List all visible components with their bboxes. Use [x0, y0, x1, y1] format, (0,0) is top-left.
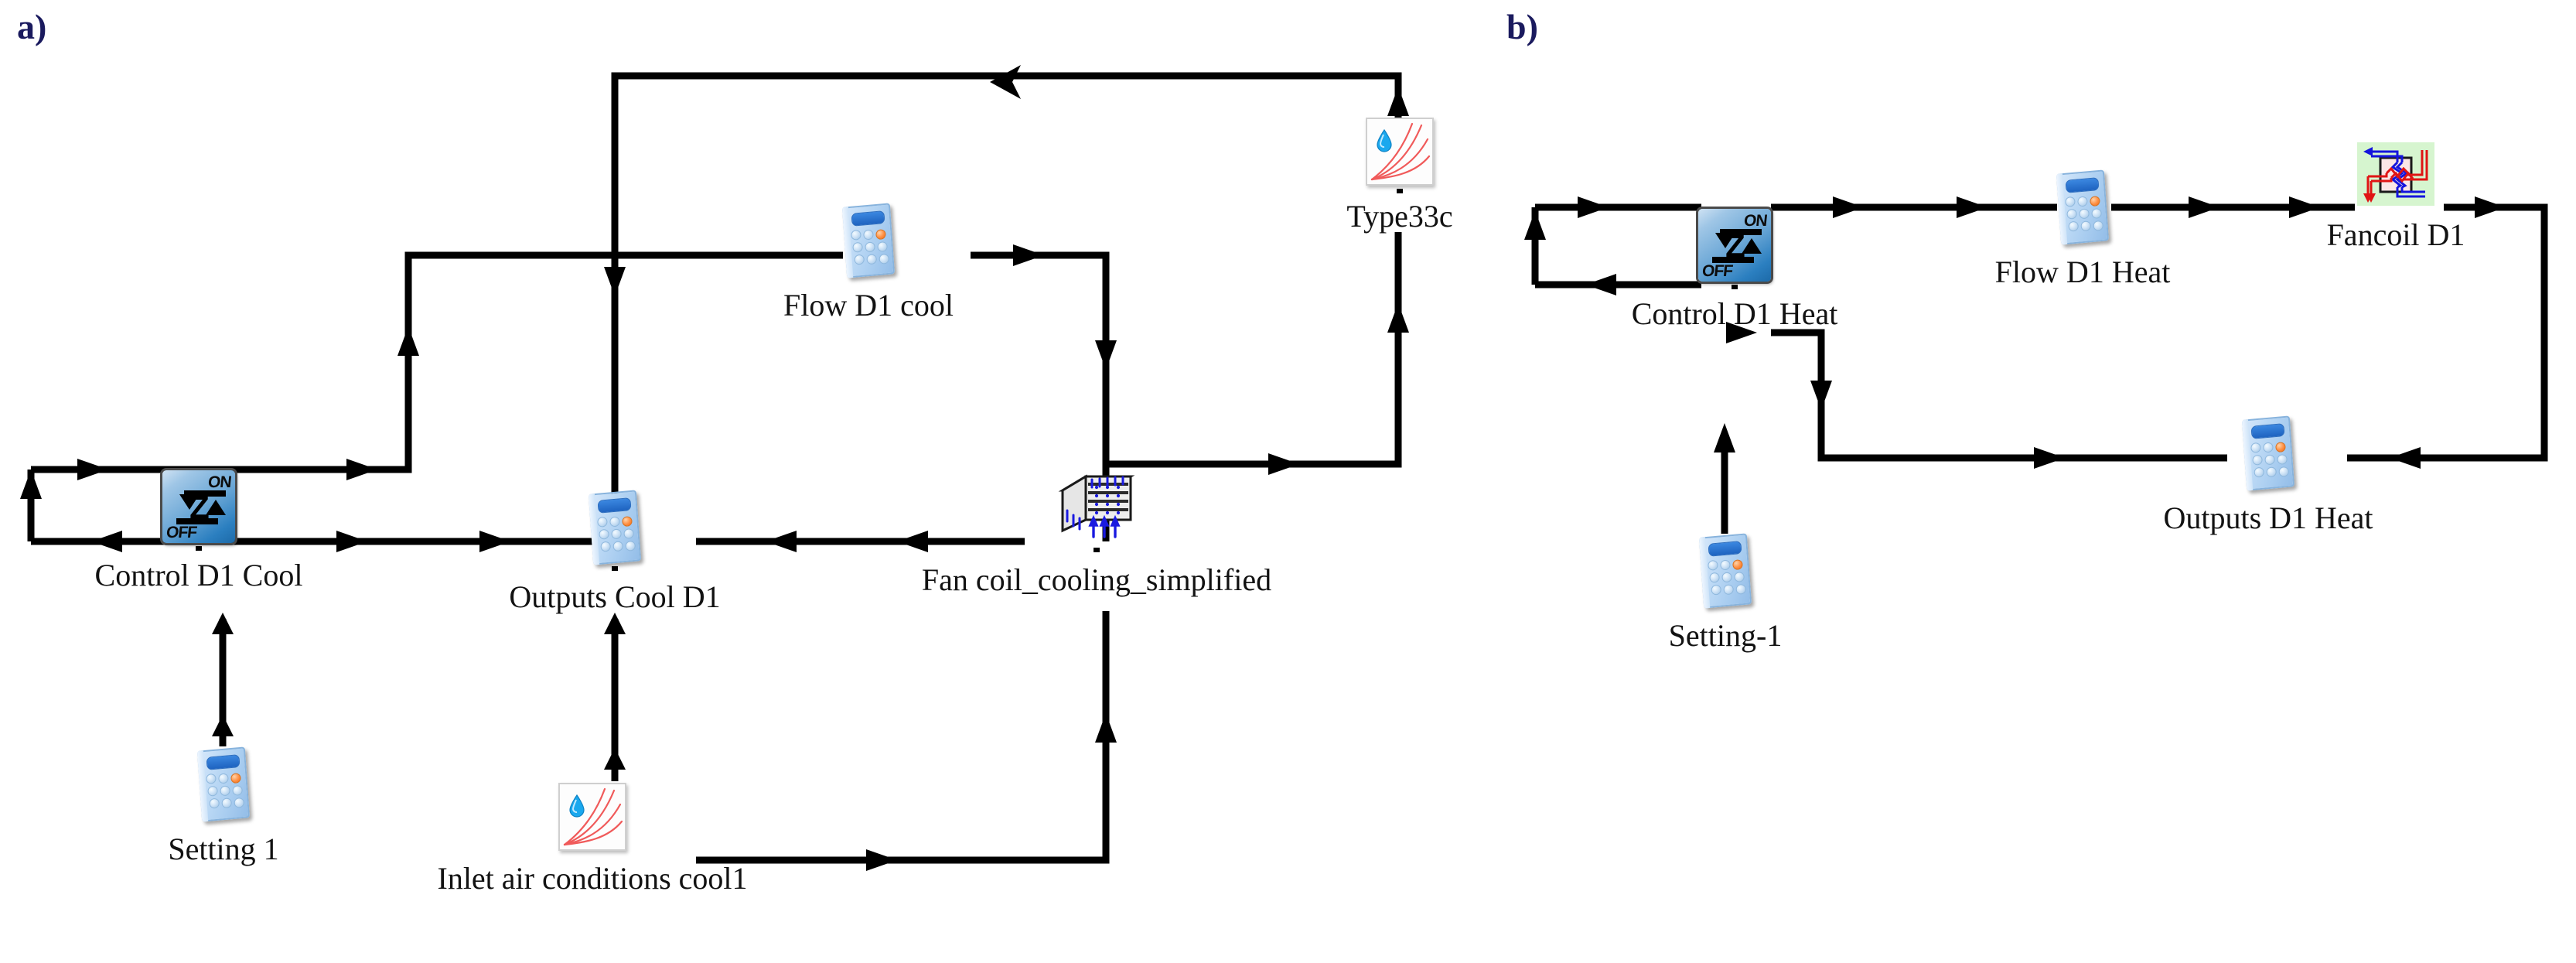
fan-coil-icon [1058, 473, 1135, 545]
calculator-key-orange [2090, 196, 2100, 207]
controller-arrow-up-icon [206, 500, 226, 515]
node-anchor-dot [196, 546, 202, 551]
node-flow-d1-cool[interactable]: Flow D1 cool [783, 203, 954, 321]
psychrometric-chart-icon [1366, 118, 1434, 186]
calculator-key-orange [622, 516, 633, 528]
controller-off-label: OFF [165, 524, 198, 541]
controller-arrow-down-icon [179, 494, 200, 510]
node-outputs-d1-heat[interactable]: Outputs D1 Heat [2163, 415, 2373, 534]
controller-bar-bottom [1712, 257, 1754, 263]
controller-z-glyph: Z [1725, 227, 1745, 264]
node-label-flow-d1-heat: Flow D1 Heat [1994, 254, 2171, 289]
onoff-controller-icon: ON OFF Z [1698, 209, 1771, 282]
node-label-flow-d1-cool: Flow D1 cool [783, 288, 954, 323]
node-type33c[interactable]: Type33c [1346, 118, 1453, 232]
node-fancoil-d1[interactable]: Fancoil D1 [2327, 142, 2465, 251]
panel-a-tag: a) [17, 7, 47, 46]
calculator-icon [2056, 169, 2110, 245]
node-label-fancoil-d1: Fancoil D1 [2326, 217, 2465, 252]
calculator-icon [2241, 415, 2295, 491]
node-anchor-dot [1732, 285, 1738, 289]
controller-bar-top [1720, 229, 1762, 235]
heat-exchanger-icon [2357, 142, 2434, 206]
node-label-control-d1-heat: Control D1 Heat [1631, 296, 1838, 331]
node-label-fan-coil-cooling-simplified: Fan coil_cooling_simplified [921, 562, 1272, 597]
node-label-inlet-air-conditions-cool1: Inlet air conditions cool1 [437, 861, 748, 896]
node-label-setting-1-heat: Setting-1 [1668, 618, 1783, 653]
node-label-outputs-d1-heat: Outputs D1 Heat [2163, 500, 2373, 535]
onoff-controller-icon: ON OFF Z [162, 470, 235, 543]
calculator-key-orange [230, 773, 241, 784]
node-anchor-dot [1094, 548, 1100, 552]
node-label-outputs-cool-d1: Outputs Cool D1 [509, 579, 721, 614]
calculator-keypad [206, 771, 245, 816]
calculator-key-orange [1732, 559, 1743, 571]
calculator-icon [841, 203, 896, 278]
node-outputs-cool-d1[interactable]: Outputs Cool D1 [509, 490, 721, 613]
node-anchor-dot [1397, 189, 1403, 193]
node-control-d1-heat[interactable]: ON OFF Z Control D1 Heat [1632, 209, 1837, 330]
controller-z-glyph: Z [189, 489, 210, 525]
node-setting-1[interactable]: Setting 1 [168, 746, 279, 865]
psychrometric-chart-icon [558, 783, 626, 851]
calculator-key-orange [2275, 442, 2286, 453]
controller-on-label: ON [206, 473, 232, 491]
controller-arrow-up-icon [1742, 238, 1762, 254]
controller-arrow-down-icon [1715, 233, 1735, 248]
node-fan-coil-cooling-simplified[interactable]: Fan coil_cooling_simplified [922, 473, 1271, 596]
node-anchor-dot [612, 566, 618, 571]
node-setting-1-heat[interactable]: Setting-1 [1669, 533, 1782, 651]
node-control-d1-cool[interactable]: ON OFF Z Control D1 Cool [95, 470, 302, 591]
calculator-icon [1698, 533, 1752, 609]
controller-bar-top [184, 490, 226, 497]
calculator-icon [196, 746, 251, 822]
node-label-setting-1: Setting 1 [168, 832, 279, 866]
node-label-control-d1-cool: Control D1 Cool [94, 558, 303, 592]
controller-off-label: OFF [1701, 262, 1734, 280]
node-label-type33c: Type33c [1346, 199, 1453, 234]
node-flow-d1-heat[interactable]: Flow D1 Heat [1995, 169, 2170, 288]
calculator-icon [588, 490, 642, 565]
panel-b-tag: b) [1506, 7, 1538, 46]
controller-bar-bottom [176, 518, 218, 524]
controller-on-label: ON [1742, 212, 1768, 230]
calculator-key-orange [875, 229, 886, 241]
node-inlet-air-conditions-cool1[interactable]: Inlet air conditions cool1 [437, 783, 748, 894]
